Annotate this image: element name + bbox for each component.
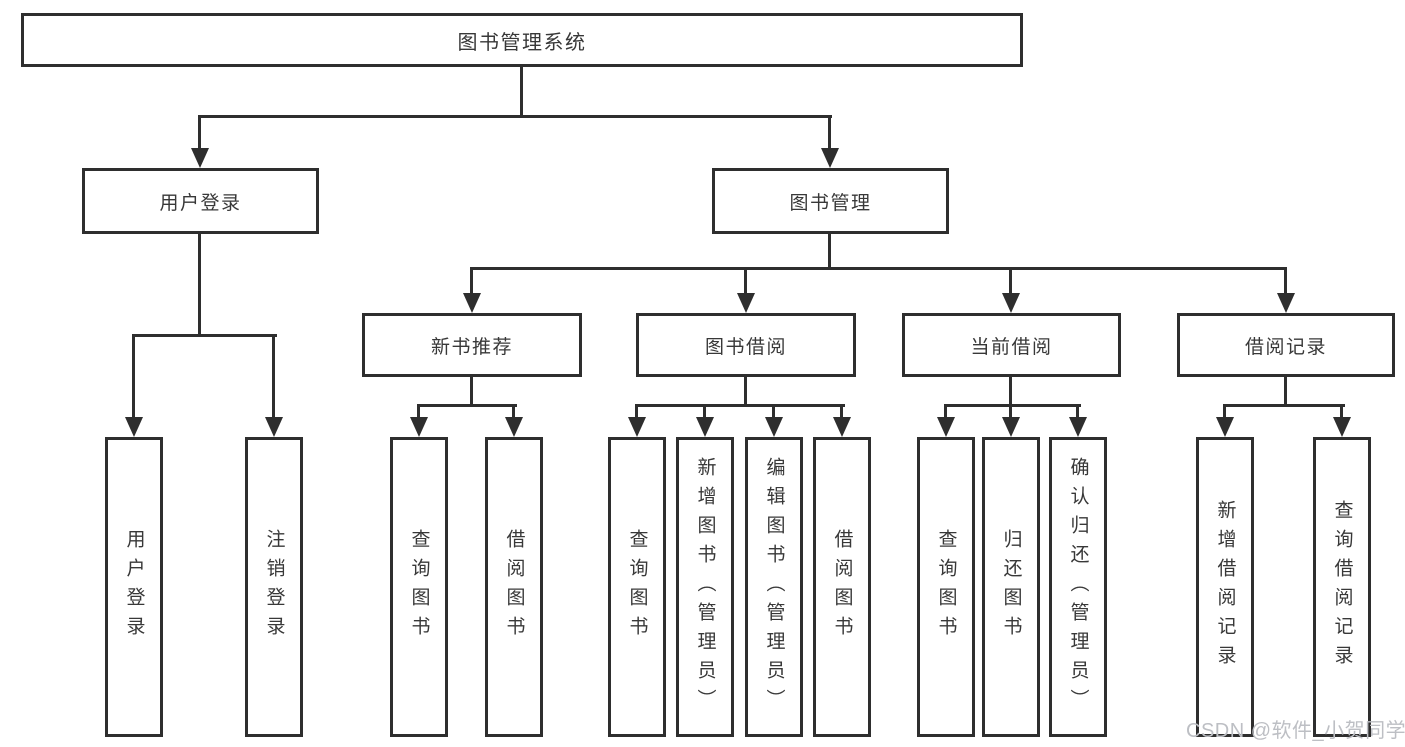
node-label: 新增图书（管理员） bbox=[694, 456, 716, 718]
arrowhead-down-icon bbox=[696, 417, 714, 437]
connector-line bbox=[470, 377, 473, 405]
arrowhead-down-icon bbox=[1216, 417, 1234, 437]
arrowhead-down-icon bbox=[1333, 417, 1351, 437]
node-label: 归还图书 bbox=[1000, 529, 1022, 645]
connector-line bbox=[772, 404, 775, 420]
arrowhead-down-icon bbox=[833, 417, 851, 437]
connector-line bbox=[132, 334, 277, 337]
node-library-management-system: 图书管理系统 bbox=[21, 13, 1023, 67]
node-label: 新书推荐 bbox=[430, 336, 513, 358]
node-label: 借阅图书 bbox=[503, 529, 525, 645]
connector-line bbox=[470, 267, 1287, 270]
leaf-logout-login: 注销登录 bbox=[245, 437, 303, 737]
node-label: 查询图书 bbox=[408, 529, 430, 645]
node-label: 用户登录 bbox=[123, 529, 145, 645]
leaf-user-login: 用户登录 bbox=[105, 437, 163, 737]
node-label: 注销登录 bbox=[263, 529, 285, 645]
arrowhead-down-icon bbox=[765, 417, 783, 437]
connector-line bbox=[198, 234, 201, 337]
node-label: 查询图书 bbox=[626, 529, 648, 645]
connector-line bbox=[840, 404, 843, 420]
connector-line bbox=[512, 404, 515, 420]
node-label: 查询图书 bbox=[935, 529, 957, 645]
connector-line bbox=[1009, 267, 1012, 295]
connector-line bbox=[944, 404, 947, 420]
arrowhead-down-icon bbox=[1069, 417, 1087, 437]
arrowhead-down-icon bbox=[265, 417, 283, 437]
connector-line bbox=[198, 115, 201, 150]
arrowhead-down-icon bbox=[463, 293, 481, 313]
leaf-query-books-current: 查询图书 bbox=[917, 437, 975, 737]
leaf-query-borrow-record: 查询借阅记录 bbox=[1313, 437, 1371, 737]
node-label: 图书管理系统 bbox=[457, 31, 587, 54]
node-book-management: 图书管理 bbox=[712, 168, 949, 234]
leaf-borrow-books-recommend: 借阅图书 bbox=[485, 437, 543, 737]
node-label: 用户登录 bbox=[159, 192, 242, 214]
node-label: 新增借阅记录 bbox=[1214, 500, 1236, 674]
arrowhead-down-icon bbox=[821, 148, 839, 168]
arrowhead-down-icon bbox=[1002, 293, 1020, 313]
node-label: 图书管理 bbox=[789, 192, 872, 214]
node-label: 确认归还（管理员） bbox=[1067, 456, 1089, 718]
connector-line bbox=[1009, 377, 1012, 405]
node-label: 借阅图书 bbox=[831, 529, 853, 645]
leaf-edit-books-admin: 编辑图书（管理员） bbox=[745, 437, 803, 737]
connector-line bbox=[828, 115, 831, 150]
node-new-book-recommendation: 新书推荐 bbox=[362, 313, 582, 377]
connector-line bbox=[1076, 404, 1079, 420]
node-borrowing-records: 借阅记录 bbox=[1177, 313, 1395, 377]
connector-line bbox=[417, 404, 517, 407]
leaf-add-borrow-record: 新增借阅记录 bbox=[1196, 437, 1254, 737]
node-label: 图书借阅 bbox=[704, 336, 787, 358]
arrowhead-down-icon bbox=[737, 293, 755, 313]
connector-line bbox=[944, 404, 1081, 407]
connector-line bbox=[1284, 267, 1287, 295]
node-user-login: 用户登录 bbox=[82, 168, 319, 234]
connector-line bbox=[744, 267, 747, 295]
connector-line bbox=[703, 404, 706, 420]
node-label: 借阅记录 bbox=[1244, 336, 1327, 358]
watermark: CSDN @软件_小贺同学 bbox=[1186, 720, 1405, 742]
leaf-borrow-books-borrowing: 借阅图书 bbox=[813, 437, 871, 737]
arrowhead-down-icon bbox=[628, 417, 646, 437]
node-label: 当前借阅 bbox=[970, 336, 1053, 358]
leaf-return-books: 归还图书 bbox=[982, 437, 1040, 737]
connector-line bbox=[1223, 404, 1226, 420]
arrowhead-down-icon bbox=[125, 417, 143, 437]
arrowhead-down-icon bbox=[937, 417, 955, 437]
node-label: 查询借阅记录 bbox=[1331, 500, 1353, 674]
connector-line bbox=[1284, 377, 1287, 405]
connector-line bbox=[635, 404, 845, 407]
connector-line bbox=[520, 67, 523, 117]
arrowhead-down-icon bbox=[191, 148, 209, 168]
connector-line bbox=[132, 334, 135, 419]
node-label: 编辑图书（管理员） bbox=[763, 456, 785, 718]
arrowhead-down-icon bbox=[1277, 293, 1295, 313]
leaf-confirm-return-admin: 确认归还（管理员） bbox=[1049, 437, 1107, 737]
connector-line bbox=[828, 234, 831, 270]
connector-line bbox=[744, 377, 747, 405]
connector-line bbox=[1223, 404, 1345, 407]
connector-line bbox=[417, 404, 420, 420]
connector-line bbox=[1009, 404, 1012, 420]
leaf-query-books-recommend: 查询图书 bbox=[390, 437, 448, 737]
connector-line bbox=[470, 267, 473, 295]
arrowhead-down-icon bbox=[505, 417, 523, 437]
leaf-query-books-borrowing: 查询图书 bbox=[608, 437, 666, 737]
connector-line bbox=[635, 404, 638, 420]
connector-line bbox=[272, 334, 275, 419]
connector-line bbox=[198, 115, 832, 118]
node-book-borrowing: 图书借阅 bbox=[636, 313, 856, 377]
arrowhead-down-icon bbox=[1002, 417, 1020, 437]
leaf-add-books-admin: 新增图书（管理员） bbox=[676, 437, 734, 737]
node-current-borrowing: 当前借阅 bbox=[902, 313, 1121, 377]
connector-line bbox=[1340, 404, 1343, 420]
arrowhead-down-icon bbox=[410, 417, 428, 437]
